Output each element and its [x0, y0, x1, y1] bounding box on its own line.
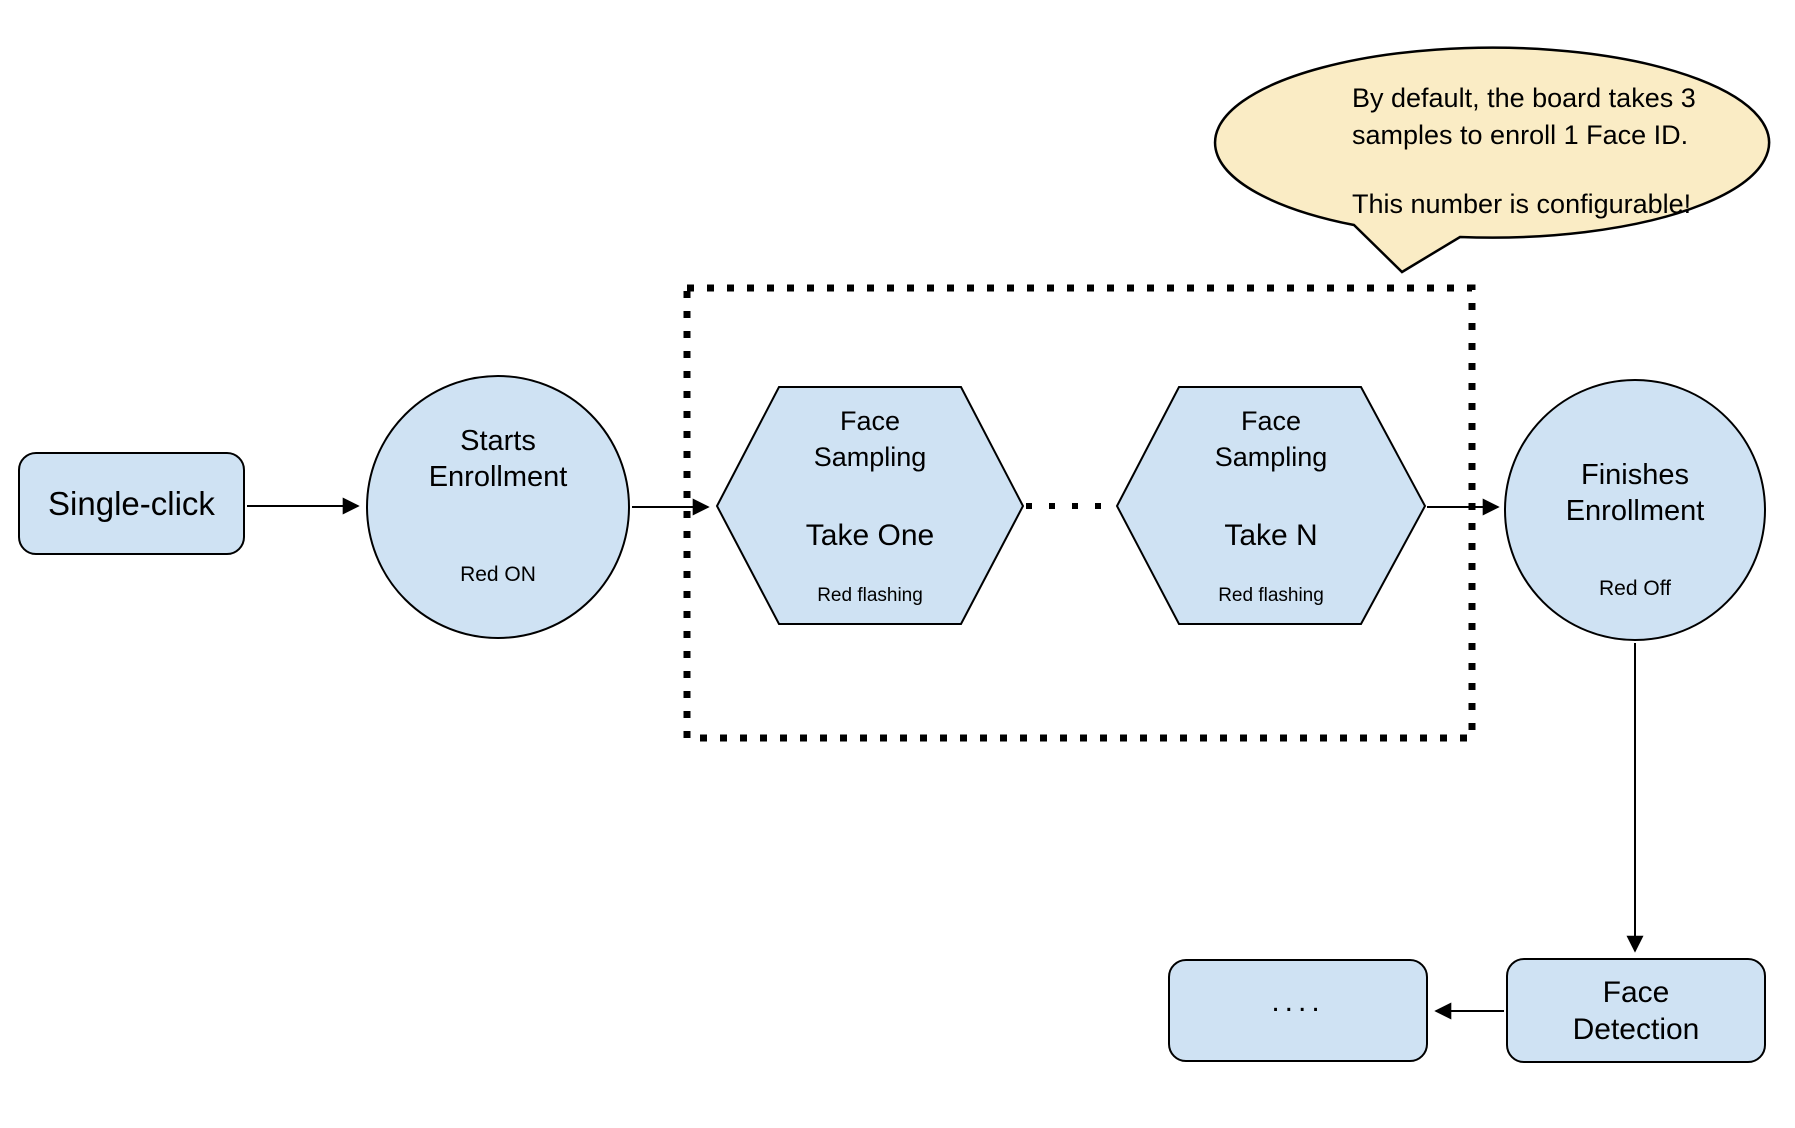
starts-title-line-2: Enrollment: [428, 461, 568, 493]
finishes-enrollment-circle: Finishes Enrollment Red Off: [1504, 379, 1766, 641]
face-sampling-one-title: Face Sampling: [717, 387, 1023, 475]
hexn-title-line-1: Face: [1240, 406, 1302, 436]
face-sampling-n-title: Face Sampling: [1117, 387, 1425, 475]
finishes-enrollment-subtext: Red Off: [1599, 577, 1671, 600]
starts-enrollment-title: Starts Enrollment: [368, 423, 628, 495]
finishes-enrollment-title: Finishes Enrollment: [1506, 457, 1764, 529]
speech-bubble-shape: [1213, 46, 1771, 274]
hexn-title-line-2: Sampling: [1214, 442, 1328, 472]
single-click-label: Single-click: [48, 484, 215, 522]
face-sampling-n-text: Face Sampling Take N Red flashing: [1117, 387, 1425, 624]
finishes-title-line-1: Finishes: [1581, 459, 1689, 491]
starts-enrollment-subtext: Red ON: [460, 563, 536, 586]
face-sampling-hex-1: [715, 386, 1025, 625]
hex1-title-line-1: Face: [839, 406, 901, 436]
face-detection-label: Face Detection: [1573, 974, 1700, 1048]
bubble-line-3: This number is configurable!: [1352, 189, 1692, 219]
face-detection-box: Face Detection: [1506, 958, 1766, 1063]
face-detection-line-1: Face: [1602, 975, 1670, 1009]
single-click-box: Single-click: [18, 452, 245, 555]
hexn-subtext: Red flashing: [1218, 585, 1324, 606]
hex1-take-label: Take One: [805, 519, 935, 552]
hexn-take-label: Take N: [1224, 519, 1318, 552]
finishes-title-line-2: Enrollment: [1565, 495, 1705, 527]
starts-title-line-1: Starts: [460, 425, 536, 457]
starts-enrollment-circle: Starts Enrollment Red ON: [366, 375, 630, 639]
bubble-gap: [1352, 154, 1772, 186]
bubble-line-2: samples to enroll 1 Face ID.: [1352, 120, 1689, 150]
bubble-line-1: By default, the board takes 3: [1352, 83, 1696, 113]
speech-bubble-text: By default, the board takes 3 samples to…: [1352, 80, 1772, 223]
hex1-subtext: Red flashing: [817, 585, 923, 606]
face-sampling-one-text: Face Sampling Take One Red flashing: [717, 387, 1023, 624]
face-sampling-hex-n: [1115, 386, 1427, 625]
hex1-title-line-2: Sampling: [813, 442, 927, 472]
sampling-loop-border: [683, 284, 1476, 742]
continuation-label: ....: [1271, 984, 1325, 1018]
continuation-box: ....: [1168, 959, 1428, 1062]
face-detection-line-2: Detection: [1572, 1012, 1700, 1046]
